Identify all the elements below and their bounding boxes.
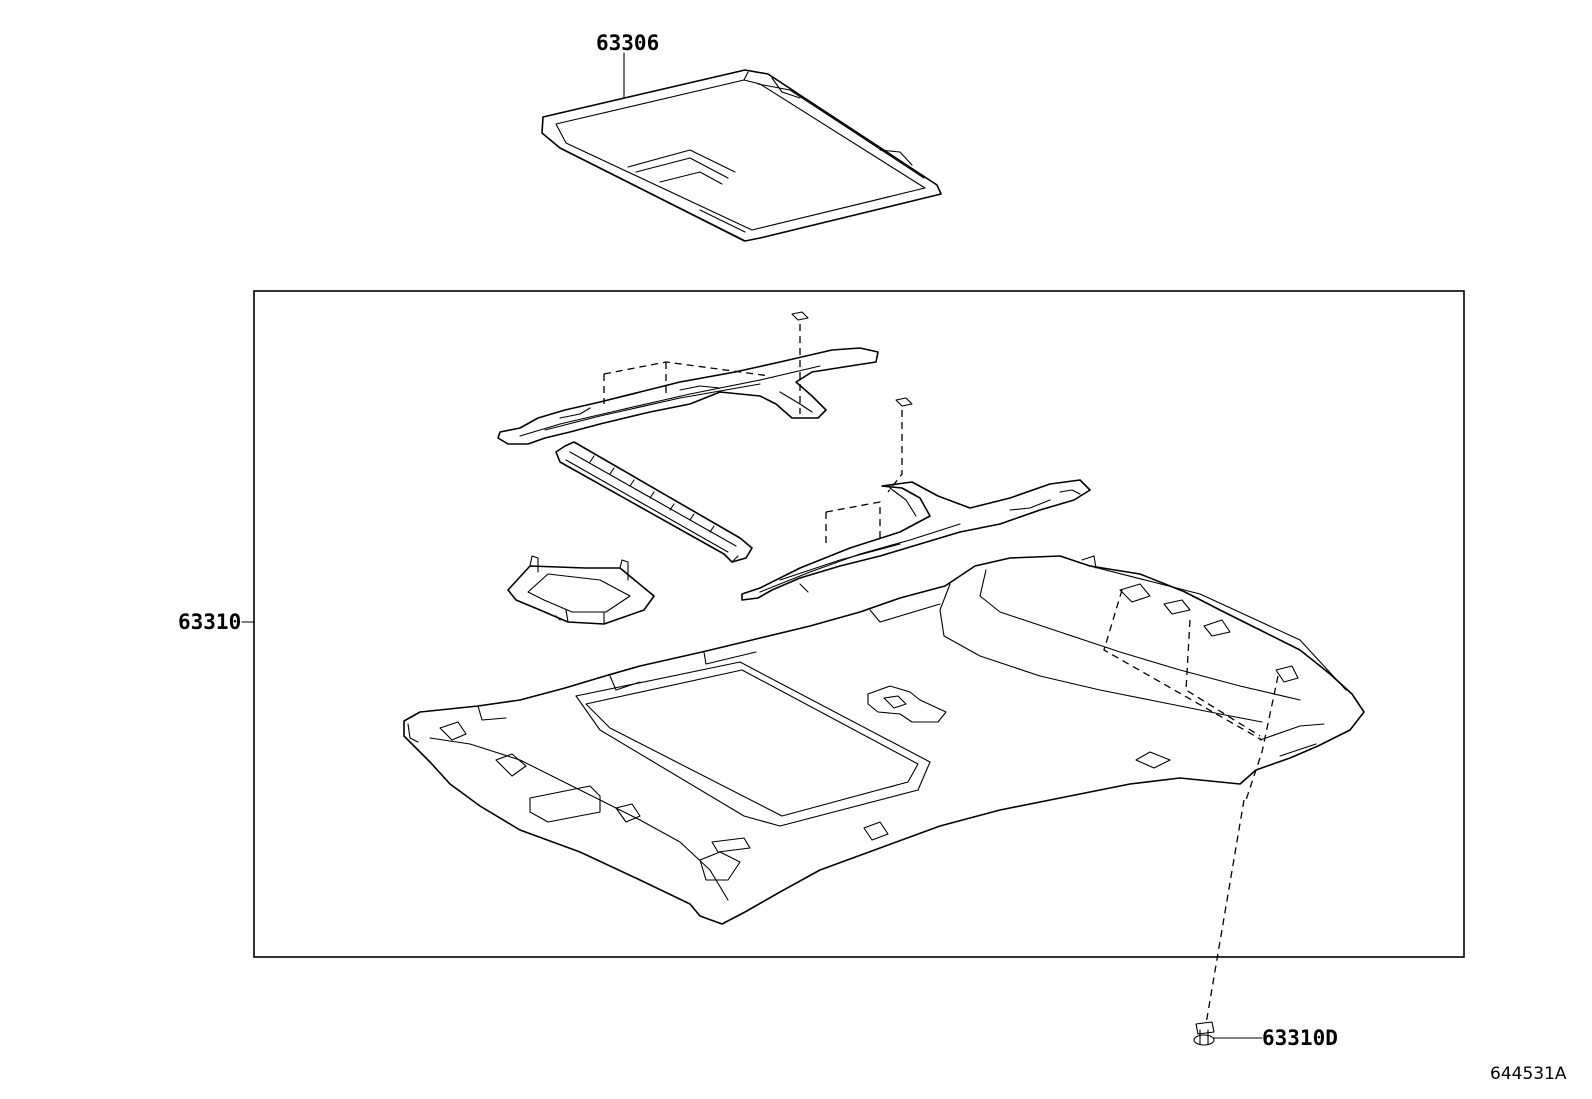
clip-square-rear <box>895 397 913 407</box>
clip-square-front <box>791 311 809 321</box>
rear-bracket-drawing <box>741 479 1091 601</box>
label-63306: 63306 <box>596 31 659 55</box>
assembly-frame <box>253 290 1465 958</box>
headliner-drawing <box>403 555 1365 925</box>
label-63310D: 63310D <box>1262 1026 1338 1050</box>
lamp-frame-drawing <box>507 555 655 625</box>
sunshade-panel-drawing <box>541 69 942 242</box>
diagram-id: 644531A <box>1490 1064 1567 1084</box>
sunroof-rail-drawing <box>555 441 753 563</box>
clip-drawing <box>1193 1021 1215 1046</box>
front-bracket-drawing <box>497 347 879 445</box>
dashed-guides <box>603 324 1279 1025</box>
label-63310: 63310 <box>178 610 241 634</box>
